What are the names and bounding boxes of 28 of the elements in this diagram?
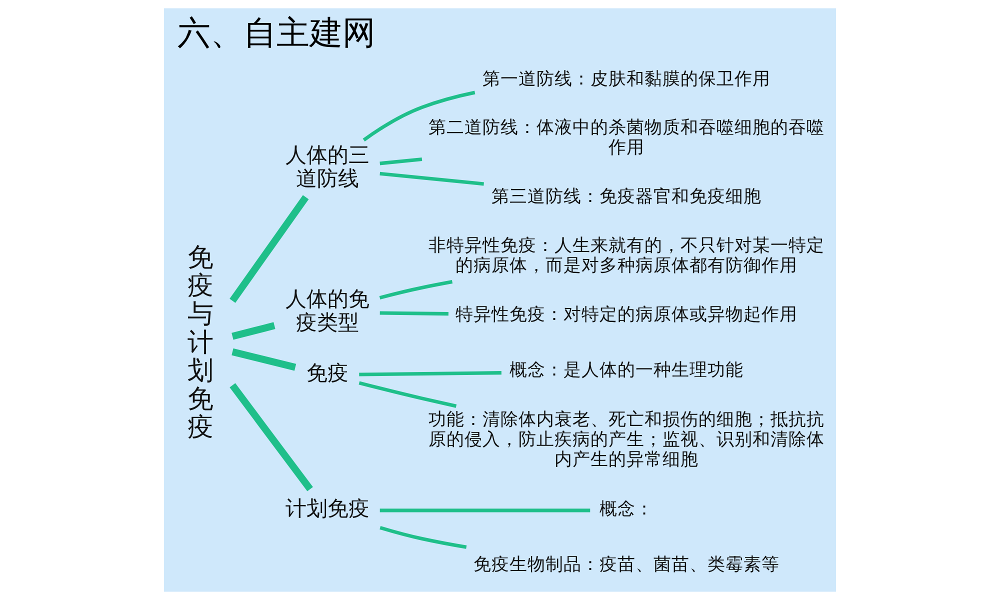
connector — [362, 90, 476, 142]
diagram-title: 六、自主建网 — [178, 13, 376, 52]
connector — [230, 383, 313, 492]
connector — [358, 381, 457, 408]
node-text: 概念： — [600, 500, 654, 520]
node-text: 概念：是人体的一种生理功能 — [510, 360, 744, 380]
connector — [232, 322, 276, 340]
connector — [380, 526, 467, 549]
connector — [380, 158, 422, 166]
node-text: 第二道防线：体液中的杀菌物质和吞噬细胞的吞噬作用 — [428, 118, 825, 158]
connector — [380, 311, 448, 316]
connector — [379, 280, 453, 300]
node-text: 计划免疫 — [285, 496, 370, 522]
node-text: 第三道防线：免疫器官和免疫细胞 — [492, 187, 762, 208]
connector — [380, 172, 484, 186]
node-text: 功能：清除体内衰老、死亡和损伤的细胞；抵抗抗原的侵入，防止疾病的产生；监视、识别和清除体内产生的异常细胞 — [428, 410, 825, 470]
node-text: 特异性免疫：对特定的病原体或异物起作用 — [456, 305, 798, 326]
node-text: 免疫 — [306, 361, 348, 386]
node-text: 免疫与计划免疫 — [188, 242, 214, 443]
node-text: 第一道防线：皮肤和黏膜的保卫作用 — [482, 69, 771, 90]
node-text: 人体的三道防线 — [285, 142, 370, 192]
node-text: 免疫生物制品：疫苗、菌苗、类霉素等 — [474, 554, 780, 575]
connector — [380, 508, 590, 512]
connector — [359, 371, 502, 376]
node-text: 非特异性免疫：人生来就有的，不只针对某一特定的病原体，而是对多种病原体都有防御作用 — [428, 236, 825, 276]
node-text: 人体的免疫类型 — [285, 286, 370, 336]
connector — [230, 195, 309, 303]
connector — [232, 348, 296, 371]
